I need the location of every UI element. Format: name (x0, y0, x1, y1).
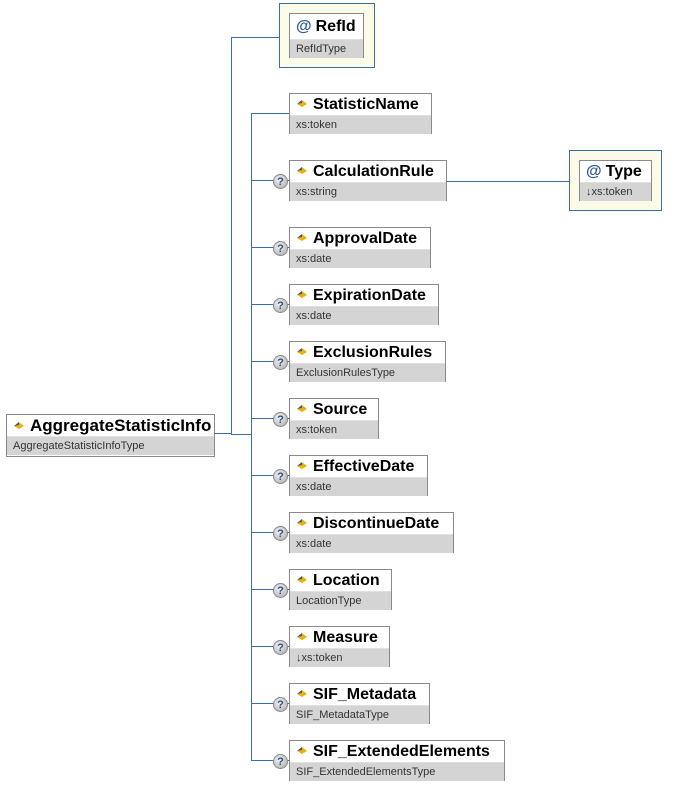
optional-icon: ? (273, 754, 288, 769)
connector (251, 532, 289, 533)
attribute-box-refid[interactable]: @RefId RefIdType (289, 13, 364, 58)
element-icon (297, 633, 307, 640)
element-name: AggregateStatisticInfo (30, 416, 212, 435)
connector (251, 418, 289, 419)
element-type: ↓xs:token (290, 649, 389, 667)
element-name: SIF_Metadata (313, 686, 417, 703)
element-icon (297, 234, 307, 241)
connector (251, 475, 289, 476)
child-element-box[interactable]: Source xs:token (289, 398, 379, 439)
optional-icon: ? (273, 469, 288, 484)
child-element-box[interactable]: ApprovalDate xs:date (289, 227, 431, 268)
connector (251, 646, 289, 647)
element-icon (297, 576, 307, 583)
child-element-box[interactable]: ExpirationDate xs:date (289, 284, 439, 325)
connector (231, 434, 251, 435)
connector (214, 433, 231, 434)
attribute-icon: @ (296, 18, 312, 35)
attribute-type: RefIdType (290, 40, 363, 58)
element-type: xs:token (290, 421, 378, 439)
element-type: LocationType (290, 592, 391, 610)
connector (251, 113, 252, 761)
child-element-box[interactable]: EffectiveDate xs:date (289, 455, 428, 496)
optional-icon: ? (273, 241, 288, 256)
element-icon (297, 519, 307, 526)
attribute-type: ↓xs:token (580, 183, 651, 201)
element-type: xs:date (290, 307, 438, 325)
element-name: ApprovalDate (313, 230, 418, 247)
optional-icon: ? (273, 583, 288, 598)
optional-icon: ? (273, 355, 288, 370)
element-icon (297, 348, 307, 355)
element-type: SIF_MetadataType (290, 706, 429, 724)
element-icon (14, 422, 24, 429)
child-element-box[interactable]: Measure ↓xs:token (289, 626, 390, 667)
connector (231, 37, 279, 38)
child-element-box[interactable]: StatisticName xs:token (289, 93, 432, 134)
optional-icon: ? (273, 697, 288, 712)
element-icon (297, 462, 307, 469)
attribute-icon: @ (586, 163, 602, 180)
element-type: xs:string (290, 183, 446, 201)
element-type: xs:date (290, 535, 453, 553)
connector (251, 589, 289, 590)
connector (251, 361, 289, 362)
connector (251, 247, 289, 248)
element-icon (297, 690, 307, 697)
connector (251, 180, 289, 181)
element-type: ExclusionRulesType (290, 364, 445, 382)
element-icon (297, 291, 307, 298)
connector (251, 304, 289, 305)
element-name: ExpirationDate (313, 287, 426, 304)
element-name: ExclusionRules (313, 344, 433, 361)
element-icon (297, 100, 307, 107)
connector (251, 760, 289, 761)
element-type: AggregateStatisticInfoType (7, 437, 214, 455)
attribute-name: Type (605, 163, 642, 180)
element-icon (297, 167, 307, 174)
element-name: Location (313, 572, 380, 589)
element-name: DiscontinueDate (313, 515, 440, 532)
element-name: CalculationRule (313, 163, 434, 180)
attribute-box-type[interactable]: @Type ↓xs:token (579, 160, 652, 201)
optional-icon: ? (273, 640, 288, 655)
element-type: xs:token (290, 116, 431, 134)
child-element-box[interactable]: DiscontinueDate xs:date (289, 512, 454, 553)
attribute-name: RefId (315, 18, 356, 35)
child-element-box[interactable]: CalculationRule xs:string (289, 160, 447, 201)
connector (251, 703, 289, 704)
element-name: SIF_ExtendedElements (313, 743, 490, 760)
element-name: StatisticName (313, 96, 419, 113)
element-icon (297, 747, 307, 754)
connector (251, 113, 289, 114)
optional-icon: ? (273, 412, 288, 427)
element-type: xs:date (290, 478, 427, 496)
optional-icon: ? (273, 174, 288, 189)
optional-icon: ? (273, 526, 288, 541)
element-type: SIF_ExtendedElementsType (290, 763, 504, 781)
optional-icon: ? (273, 298, 288, 313)
element-name: EffectiveDate (313, 458, 415, 475)
element-type: xs:date (290, 250, 430, 268)
element-name: Measure (313, 629, 378, 646)
element-name: Source (313, 401, 368, 418)
element-icon (297, 405, 307, 412)
connector (446, 181, 569, 182)
root-element-box[interactable]: AggregateStatisticInfo AggregateStatisti… (6, 414, 215, 457)
connector (231, 37, 232, 434)
